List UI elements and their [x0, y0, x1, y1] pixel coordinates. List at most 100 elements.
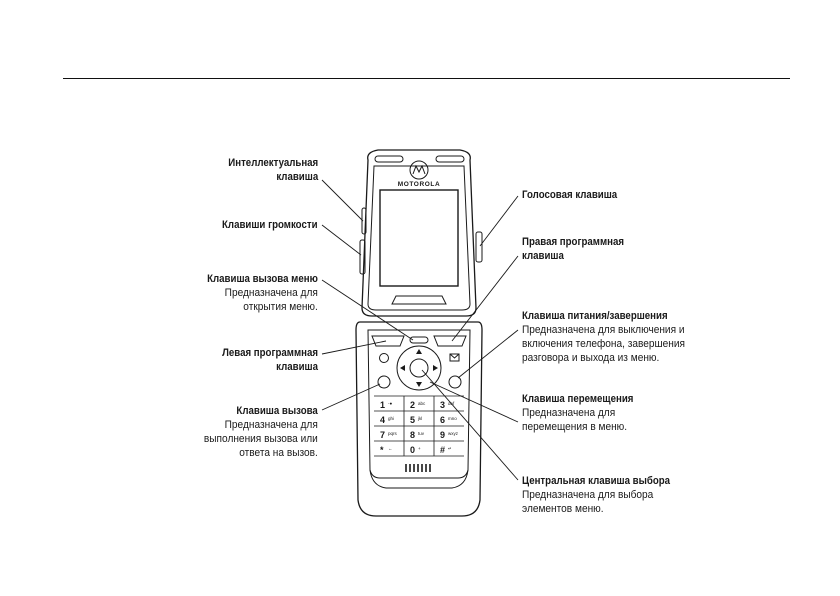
keypad-subletters: ghi [388, 416, 394, 421]
right-soft-key [433, 335, 467, 347]
keypad-key-2: 2 [410, 400, 415, 410]
phone-lower-body [355, 321, 483, 517]
leader-volume-keys [321, 224, 362, 256]
label-voice-key: Голосовая клавиша [522, 188, 630, 202]
label-left-soft-key-title-1: Левая программная [222, 347, 318, 359]
earpiece-right [435, 155, 465, 163]
leader-call-key [321, 383, 381, 411]
label-power-end-key-desc-2: включения телефона, завершения [522, 338, 686, 350]
brand-text: MOTOROLA [398, 181, 441, 188]
power-end-key [448, 375, 462, 389]
label-right-soft-key-title-2: клавиша [522, 250, 564, 262]
keypad-subletters: mno [448, 416, 457, 421]
label-menu-key-desc-2: открытия меню. [243, 301, 318, 313]
motorola-logo-mark [412, 164, 426, 175]
label-right-soft-key-title-1: Правая программная [522, 236, 625, 248]
hinge [391, 295, 447, 305]
keypad-subletters: pqrs [388, 431, 398, 436]
label-call-key-title: Клавиша вызова [236, 405, 318, 417]
leader-power-end-key [457, 329, 519, 379]
keypad-key-0: 0 [410, 445, 415, 455]
motorola-logo-icon [409, 160, 429, 180]
call-key [377, 375, 391, 389]
keypad-subletters: jkl [417, 416, 422, 421]
keypad-grid [374, 395, 464, 457]
volume-keys [359, 239, 366, 275]
keypad-key-7: 7 [380, 430, 385, 440]
label-power-end-key-title: Клавиша питания/завершения [522, 310, 668, 322]
speaker-grille [405, 464, 431, 472]
label-power-end-key-desc-1: Предназначена для выключения и [522, 324, 685, 336]
label-call-key-desc-1: Предназначена для [224, 419, 318, 431]
keypad-subletters: abc [418, 401, 426, 406]
left-soft-key [371, 335, 405, 347]
keypad-key-8: 8 [410, 430, 415, 440]
nav-right-icon [433, 365, 438, 371]
keypad-subletters: wxyz [448, 431, 459, 436]
label-call-key: Клавиша вызова Предназначена для выполне… [194, 404, 318, 460]
leader-lines [321, 179, 519, 481]
label-smart-key-title-1: Интеллектуальная [228, 157, 318, 169]
label-left-soft-key-title-2: клавиша [276, 361, 318, 373]
label-left-soft-key: Левая программная клавиша [209, 346, 318, 374]
label-call-key-desc-3: ответа на вызов. [239, 447, 318, 459]
message-key-icon [449, 353, 460, 362]
nav-left-icon [400, 365, 405, 371]
flip-upper-body [361, 149, 477, 317]
label-nav-key-desc-2: перемещения в меню. [522, 421, 628, 433]
keypad-key-star: * [380, 445, 384, 455]
keypad-key-hash: # [440, 445, 445, 455]
browser-key-icon [379, 353, 389, 363]
keypad-subletters: + [418, 446, 421, 451]
label-right-soft-key: Правая программная клавиша [522, 235, 638, 263]
keypad-key-1: 1 [380, 400, 385, 410]
keypad-subletters: ↵ [448, 446, 452, 451]
keypad-key-4: 4 [380, 415, 385, 425]
leader-center-select-key [421, 369, 519, 481]
menu-key [409, 336, 429, 344]
label-volume-keys: Клавиши громкости [209, 218, 318, 232]
display-screen [379, 189, 459, 287]
label-menu-key-desc-1: Предназначена для [224, 287, 318, 299]
leader-menu-key [321, 279, 414, 341]
keypad-key-9: 9 [440, 430, 445, 440]
label-center-select-key: Центральная клавиша выбора Предназначена… [522, 474, 690, 516]
keypad-key-6: 6 [440, 415, 445, 425]
label-call-key-desc-2: выполнения вызова или [204, 433, 318, 445]
label-volume-keys-title: Клавиши громкости [222, 219, 318, 231]
label-center-select-key-title: Центральная клавиша выбора [522, 475, 671, 487]
leader-left-soft-key [321, 340, 387, 355]
leader-voice-key [479, 195, 519, 247]
earpiece-left [374, 155, 404, 163]
label-nav-key-title: Клавиша перемещения [522, 393, 634, 405]
nav-down-icon [416, 382, 422, 387]
label-nav-key: Клавиша перемещения Предназначена для пе… [522, 392, 649, 434]
phone-bottom-bezel [369, 469, 469, 489]
center-select-key [409, 358, 429, 378]
label-menu-key: Клавиша вызова меню Предназначена для от… [192, 272, 318, 314]
label-smart-key-title-2: клавиша [276, 171, 318, 183]
keypad-key-3: 3 [440, 400, 445, 410]
flip-upper-inner [367, 165, 471, 311]
label-power-end-key-desc-3: разговора и выхода из меню. [522, 352, 660, 364]
label-voice-key-title: Голосовая клавиша [522, 189, 618, 201]
label-smart-key: Интеллектуальная клавиша [216, 156, 318, 184]
label-power-end-key: Клавиша питания/завершения Предназначена… [522, 309, 699, 365]
label-center-select-key-desc-1: Предназначена для выбора [522, 489, 654, 501]
keypad-subletters: tuv [418, 431, 425, 436]
leader-smart-key [321, 179, 364, 222]
label-menu-key-title: Клавиша вызова меню [207, 273, 318, 285]
voice-key [475, 231, 483, 263]
keypad-key-5: 5 [410, 415, 415, 425]
nav-up-icon [416, 349, 422, 354]
header-rule [63, 78, 790, 79]
leader-nav-key [429, 381, 519, 423]
smart-key [361, 207, 367, 235]
nav-arrows [400, 349, 438, 387]
label-center-select-key-desc-2: элементов меню. [522, 503, 604, 515]
leader-right-soft-key [451, 255, 519, 342]
keypad-subletters: -● [388, 401, 392, 406]
nav-key [396, 345, 442, 391]
